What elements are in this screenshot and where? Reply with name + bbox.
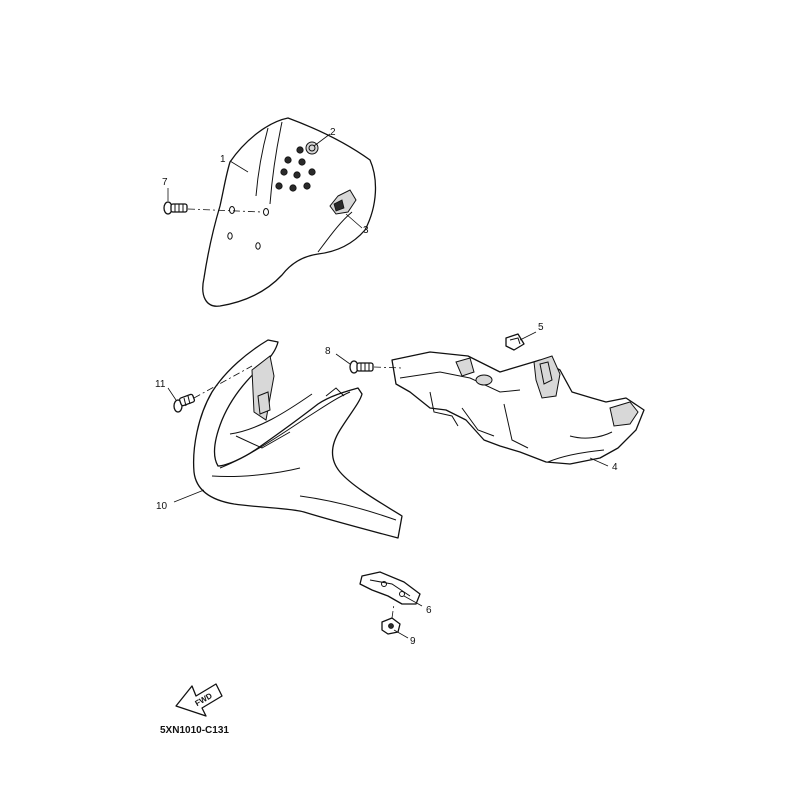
callout-2: 2 [330, 127, 336, 138]
callout-11: 11 [155, 379, 166, 390]
part-4-inner-panel [391, 351, 645, 465]
callout-8: 8 [325, 346, 331, 357]
part-1-front-cowl [202, 117, 377, 307]
callout-7: 7 [162, 177, 168, 188]
fwd-arrow-icon: FWD [175, 683, 223, 717]
callout-10: 10 [156, 501, 168, 512]
part-11-screw [173, 393, 196, 413]
leader-lines [167, 133, 609, 639]
callout-1: 1 [220, 154, 226, 165]
part-6-bracket [359, 571, 421, 605]
part-11-alignment-line [193, 365, 253, 399]
part-8-screw [349, 360, 374, 374]
callout-6: 6 [426, 605, 432, 616]
callout-3: 3 [363, 225, 369, 236]
part-7-alignment-line [187, 208, 263, 213]
part-8-alignment-line [373, 366, 403, 369]
part-5-clip [505, 333, 525, 351]
part-7-screw [163, 201, 188, 215]
callout-9: 9 [410, 636, 416, 647]
diagram-code: 5XN1010-C131 [160, 725, 229, 736]
callout-4: 4 [612, 462, 618, 473]
callout-5: 5 [538, 322, 544, 333]
part-9-alignment-line [391, 603, 395, 619]
part-10-leg-shield [192, 339, 403, 539]
